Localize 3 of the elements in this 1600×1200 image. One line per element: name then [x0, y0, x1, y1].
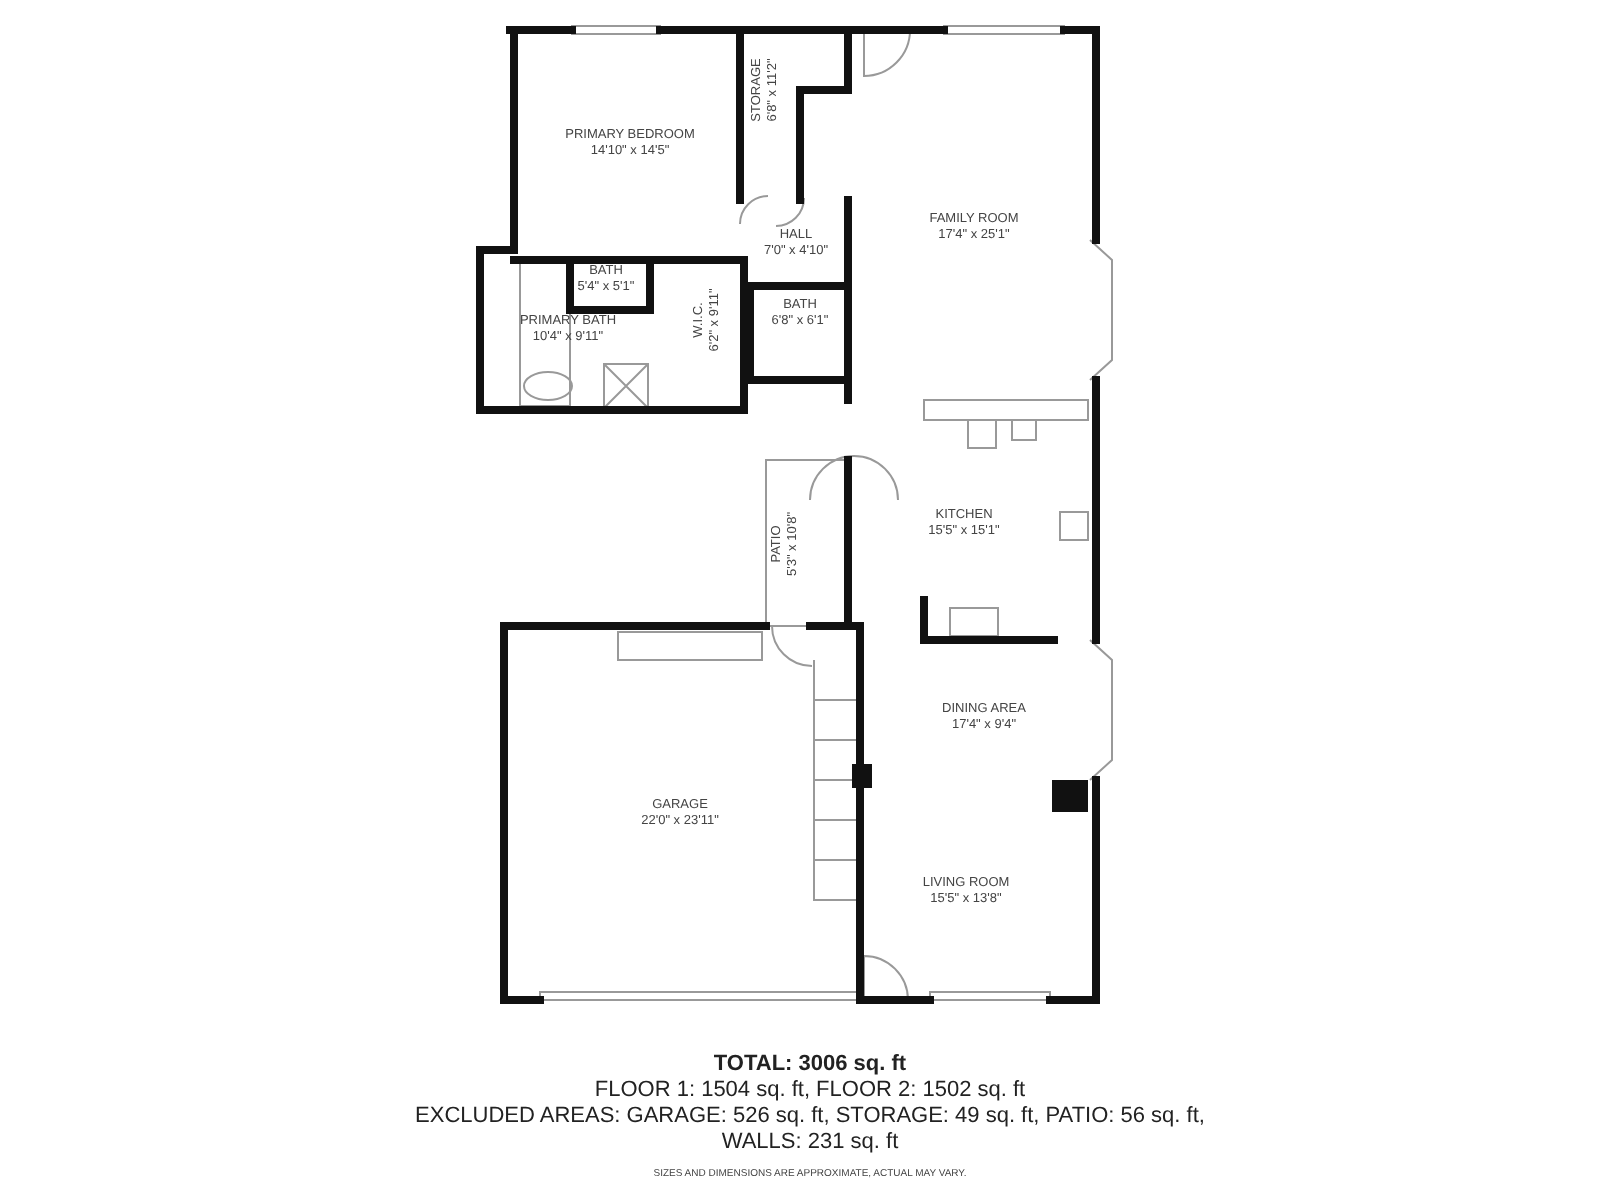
- floor-area-text: FLOOR 1: 1504 sq. ft, FLOOR 2: 1502 sq. ft: [592, 1078, 1028, 1104]
- excluded-areas-text: EXCLUDED AREAS: GARAGE: 526 sq. ft, STORAGE: 49 sq. ft, PATIO: 56 sq. ft, WALLS: 231 sq. ft: [413, 1104, 1207, 1156]
- total-area-text: TOTAL: 3006 sq. ft: [711, 1052, 909, 1078]
